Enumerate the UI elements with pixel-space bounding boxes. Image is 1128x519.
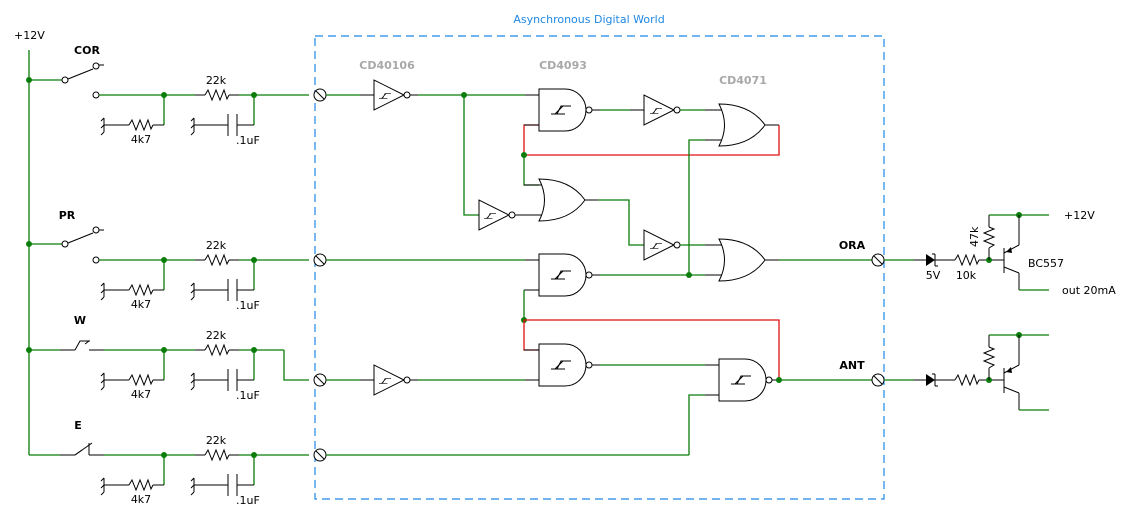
input-label: E (74, 419, 82, 432)
output-label-ora: ORA (839, 239, 866, 252)
output-terminal-ant (871, 373, 885, 387)
input-terminal-pr (313, 253, 327, 267)
input-channel-pr: PR 22k 4k7 .1uF (26, 209, 309, 312)
input-channel-e: E 22k 4k7 .1uF (29, 419, 309, 507)
output-label-ant: ANT (839, 359, 865, 372)
feedback-wire-2a (523, 320, 539, 351)
load-label: out 20mA (1062, 284, 1116, 297)
inverter-3 (478, 199, 516, 231)
input-label: PR (59, 209, 76, 222)
input-channel-w: W 22k 4k7 .1uF (26, 314, 309, 402)
input-label: COR (74, 44, 100, 57)
or-gate-2 (538, 178, 586, 222)
left-supply-label: +12V (14, 29, 45, 42)
cap-label: .1uF (236, 134, 260, 147)
chip-label-or: CD4071 (719, 74, 767, 87)
output-driver-ant (884, 332, 1049, 411)
feedback-wire-2b (524, 319, 780, 380)
pulldown-resistor-label: 4k7 (131, 493, 151, 506)
base-resistor-label: 10k (956, 269, 977, 282)
pulldown-resistor-label: 4k7 (131, 388, 151, 401)
async-digital-boundary (314, 35, 885, 500)
input-channel-cor: COR 22k 4k7 .1uF (26, 44, 309, 147)
nand-gate-1 (538, 88, 593, 132)
nand-gate-2 (538, 253, 593, 297)
pulldown-resistor-label: 4k7 (131, 133, 151, 146)
cap-label: .1uF (236, 389, 260, 402)
inverter-cor (326, 79, 418, 111)
output-driver-ora: 5V 10k 47k +12V BC557 out 20mA (884, 209, 1116, 297)
input-terminal-e (313, 448, 327, 462)
cap-label: .1uF (236, 299, 260, 312)
nand-gate-4 (718, 358, 773, 402)
chip-label-nand: CD4093 (539, 59, 587, 72)
input-terminal-cor (313, 88, 327, 102)
boundary-title: Asynchronous Digital World (513, 13, 664, 26)
series-resistor-label: 22k (206, 239, 227, 252)
pulldown-resistor-label: 4k7 (131, 298, 151, 311)
or-gate-3 (718, 238, 766, 282)
series-resistor-label: 22k (206, 74, 227, 87)
series-resistor-label: 22k (206, 329, 227, 342)
cap-label: .1uF (236, 494, 260, 507)
pullup-resistor-label: 47k (968, 226, 981, 247)
chip-label-inverter: CD40106 (359, 59, 415, 72)
or-gate-1 (718, 103, 766, 147)
nand-gate-3 (538, 343, 593, 387)
transistor-label: BC557 (1028, 257, 1064, 270)
right-supply-label: +12V (1064, 209, 1095, 222)
inverter-w (326, 364, 418, 396)
series-resistor-label: 22k (206, 434, 227, 447)
inverter-4 (643, 229, 681, 261)
input-terminal-w (313, 373, 327, 387)
output-terminal-ora (871, 253, 885, 267)
inverter-2 (643, 94, 681, 126)
zener-label: 5V (926, 269, 941, 282)
input-label: W (74, 314, 86, 327)
